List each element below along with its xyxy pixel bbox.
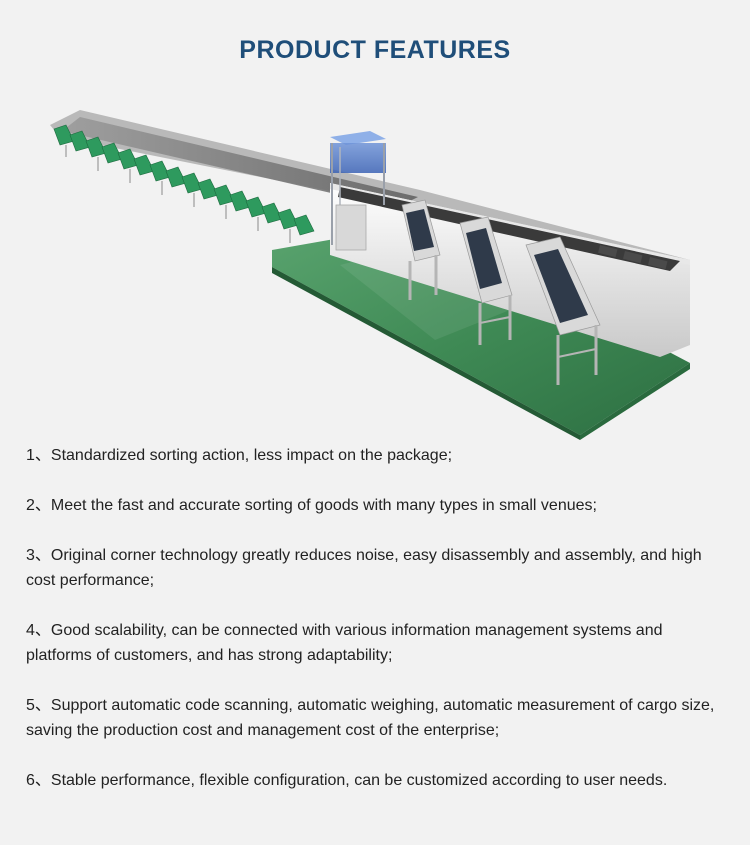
scanner-frame (330, 131, 386, 251)
feature-text: Good scalability, can be connected with … (26, 622, 663, 664)
feature-number: 1、 (26, 447, 51, 464)
page-title: PRODUCT FEATURES (239, 36, 511, 64)
main-line-slats (598, 244, 668, 270)
green-chutes (53, 124, 315, 236)
chute-legs (65, 145, 291, 243)
feature-text: Standardized sorting action, less impact… (50, 447, 453, 464)
feature-item-5: 5、Support automatic code scanning, autom… (26, 693, 730, 743)
feature-number: 6、 (26, 772, 51, 789)
feature-number: 2、 (26, 497, 51, 514)
feature-item-6: 6、Stable performance, flexible configura… (26, 768, 730, 793)
feature-item-4: 4、Good scalability, can be connected wit… (26, 618, 730, 668)
sorting-conveyor-illustration (50, 110, 690, 440)
branch-conveyors (401, 199, 601, 385)
feature-number: 4、 (26, 622, 51, 639)
feature-item-1: 1、Standardized sorting action, less impa… (26, 443, 730, 468)
feature-text: Original corner technology greatly reduc… (26, 547, 702, 589)
feature-text: Meet the fast and accurate sorting of go… (50, 497, 597, 514)
feature-number: 5、 (26, 697, 51, 714)
feature-text: Support automatic code scanning, automat… (26, 697, 715, 739)
feature-item-3: 3、Original corner technology greatly red… (26, 543, 730, 593)
feature-number: 3、 (26, 547, 51, 564)
feature-text: Stable performance, flexible configurati… (50, 772, 668, 789)
feature-item-2: 2、Meet the fast and accurate sorting of … (26, 493, 730, 518)
feature-list: 1、Standardized sorting action, less impa… (26, 443, 730, 818)
